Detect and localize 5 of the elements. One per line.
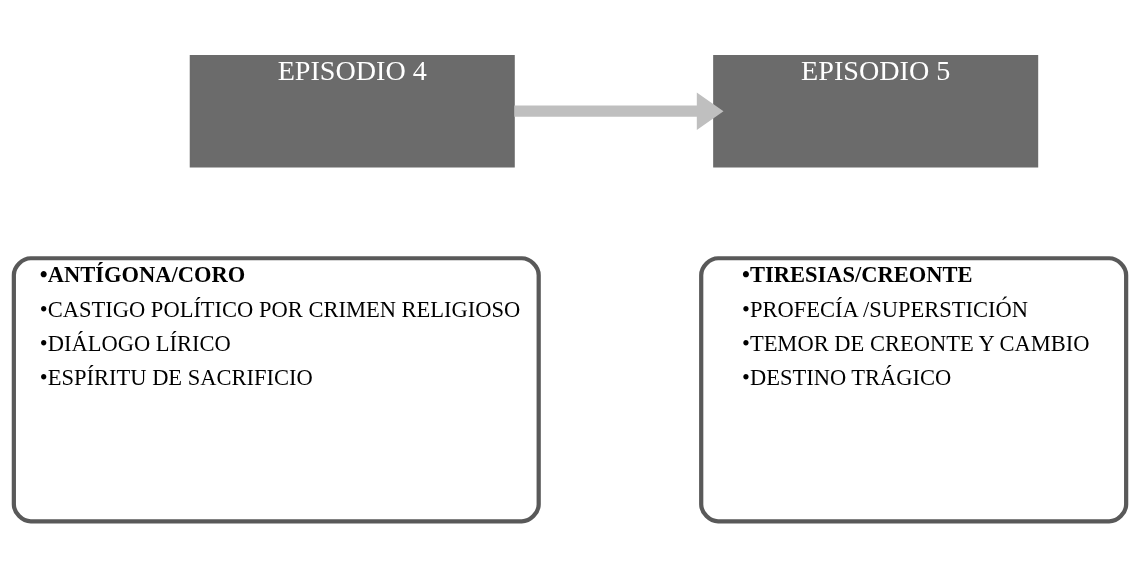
arrow: [514, 92, 724, 130]
node-box: •TIRESIAS/CREONTE •PROFECÍA /SUPERSTICIÓN •TEMOR DE CREONTE Y CAMBIO •DESTINO TRÁGICO: [699, 255, 1129, 523]
node-box: EPISODIO 5: [713, 54, 1039, 167]
node-box: •ANTÍGONA/CORO •CASTIGO POLÍTICO POR CRIMEN RELIGIOSO •DIÁLOGO LÍRICO •ESPÍRITU DE SACRIFICIO: [11, 255, 541, 523]
node-box: EPISODIO 4: [189, 54, 515, 167]
